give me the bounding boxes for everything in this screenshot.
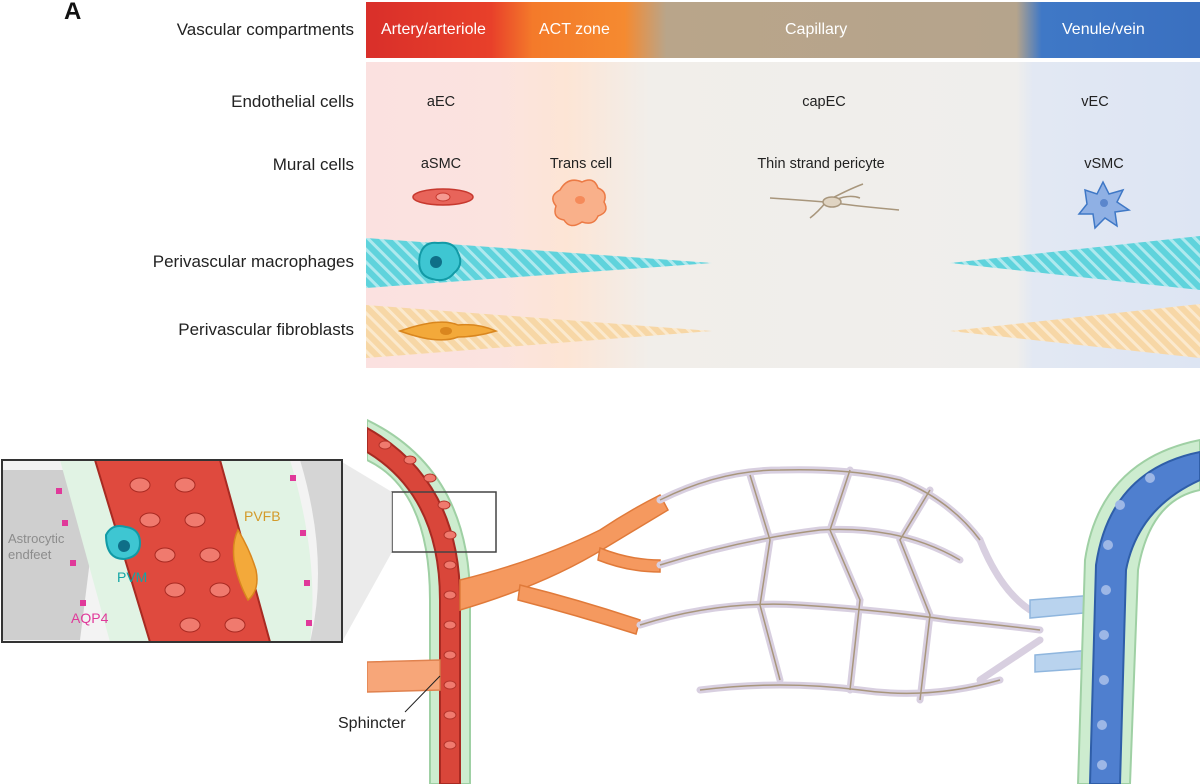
vsmc-cell-icon [1077, 180, 1132, 230]
aec-label: aEC [426, 94, 456, 110]
compartment-capillary-label: Capillary [785, 21, 848, 38]
vessel-illustration [367, 410, 1200, 784]
fibroblast-wedge-arterial [366, 305, 712, 358]
panel-letter: A [64, 0, 82, 25]
asmc-label: aSMC [420, 156, 462, 172]
sphincter-label: Sphincter [338, 715, 406, 732]
aqp4-label: AQP4 [71, 610, 109, 626]
row-label-endothelial: Endothelial cells [231, 92, 354, 111]
zoom-connector [342, 462, 392, 642]
row-label-vascular: Vascular compartments [176, 20, 354, 39]
pericyte-cell-icon [769, 183, 900, 219]
inset-frame [1, 459, 343, 643]
sphincter-leader [404, 675, 441, 713]
fibroblast-cell-icon [397, 321, 499, 341]
trans-cell-label: Trans cell [549, 156, 613, 172]
inset-panel [2, 460, 342, 642]
compartment-venule-label: Venule/vein [1062, 21, 1145, 38]
endfeet-label-line-1: Astrocytic [8, 531, 65, 546]
row-label-macrophages: Perivascular macrophages [152, 252, 354, 271]
trans-cell-icon [552, 179, 607, 227]
compartment-act-label: ACT zone [539, 21, 610, 38]
macrophage-cell-icon [418, 241, 462, 282]
vsmc-label: vSMC [1084, 156, 1124, 172]
vec-label: vEC [1081, 94, 1109, 110]
compartment-bar [366, 2, 1200, 58]
capec-label: capEC [802, 94, 846, 110]
row-label-mural: Mural cells [272, 155, 354, 174]
fibroblast-wedge-venous [950, 304, 1200, 358]
compartment-artery-label: Artery/arteriole [381, 21, 486, 38]
pvfb-label: PVFB [244, 508, 281, 524]
pvm-label: PVM [117, 569, 148, 585]
endfeet-label: Astrocytic endfeet [8, 531, 64, 563]
macrophage-wedge-venous [950, 236, 1200, 290]
asmc-cell-icon [412, 188, 474, 206]
endfeet-label-line-2: endfeet [8, 547, 52, 562]
pericyte-label: Thin strand pericyte [757, 156, 885, 172]
row-label-fibroblasts: Perivascular fibroblasts [178, 320, 354, 339]
